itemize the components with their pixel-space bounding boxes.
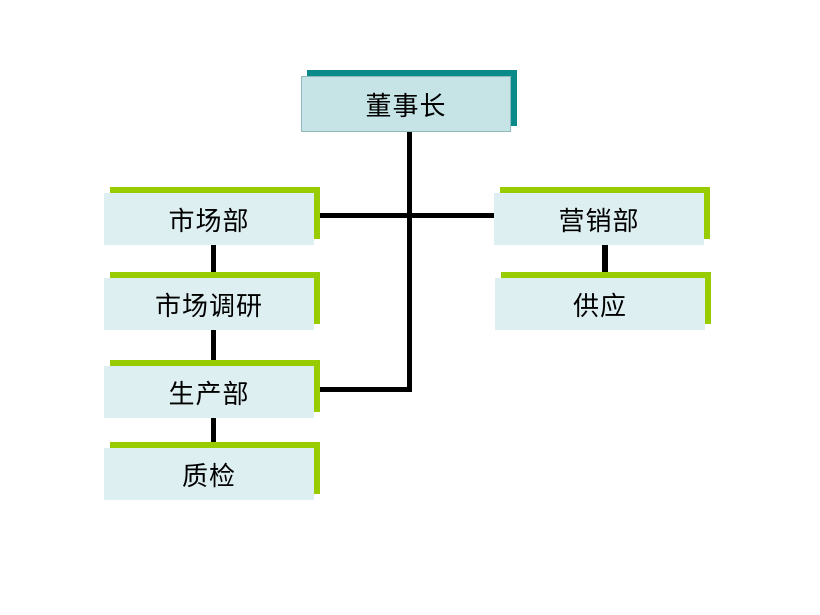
node-label-quality-check: 质检 xyxy=(104,448,314,500)
node-quality-check: 质检 xyxy=(104,442,320,500)
node-label-chairman: 董事长 xyxy=(301,76,511,132)
node-label-production-dept: 生产部 xyxy=(104,366,314,418)
connector-marketing-research xyxy=(211,243,216,278)
connector-sales-supply xyxy=(602,243,608,273)
node-market-research: 市场调研 xyxy=(104,272,320,330)
connector-horizontal-top xyxy=(318,213,496,218)
node-label-marketing-dept: 市场部 xyxy=(104,193,314,245)
node-label-market-research: 市场调研 xyxy=(104,278,314,330)
connector-production-quality xyxy=(211,416,216,446)
connector-to-production xyxy=(318,387,412,392)
node-label-supply: 供应 xyxy=(495,278,705,330)
node-marketing-dept: 市场部 xyxy=(104,187,320,245)
node-sales-dept: 营销部 xyxy=(494,187,710,245)
node-supply: 供应 xyxy=(495,272,711,330)
node-label-sales-dept: 营销部 xyxy=(494,193,704,245)
node-chairman: 董事长 xyxy=(301,70,517,132)
node-production-dept: 生产部 xyxy=(104,360,320,418)
connector-root-trunk xyxy=(407,130,412,392)
connector-research-production xyxy=(211,328,216,363)
